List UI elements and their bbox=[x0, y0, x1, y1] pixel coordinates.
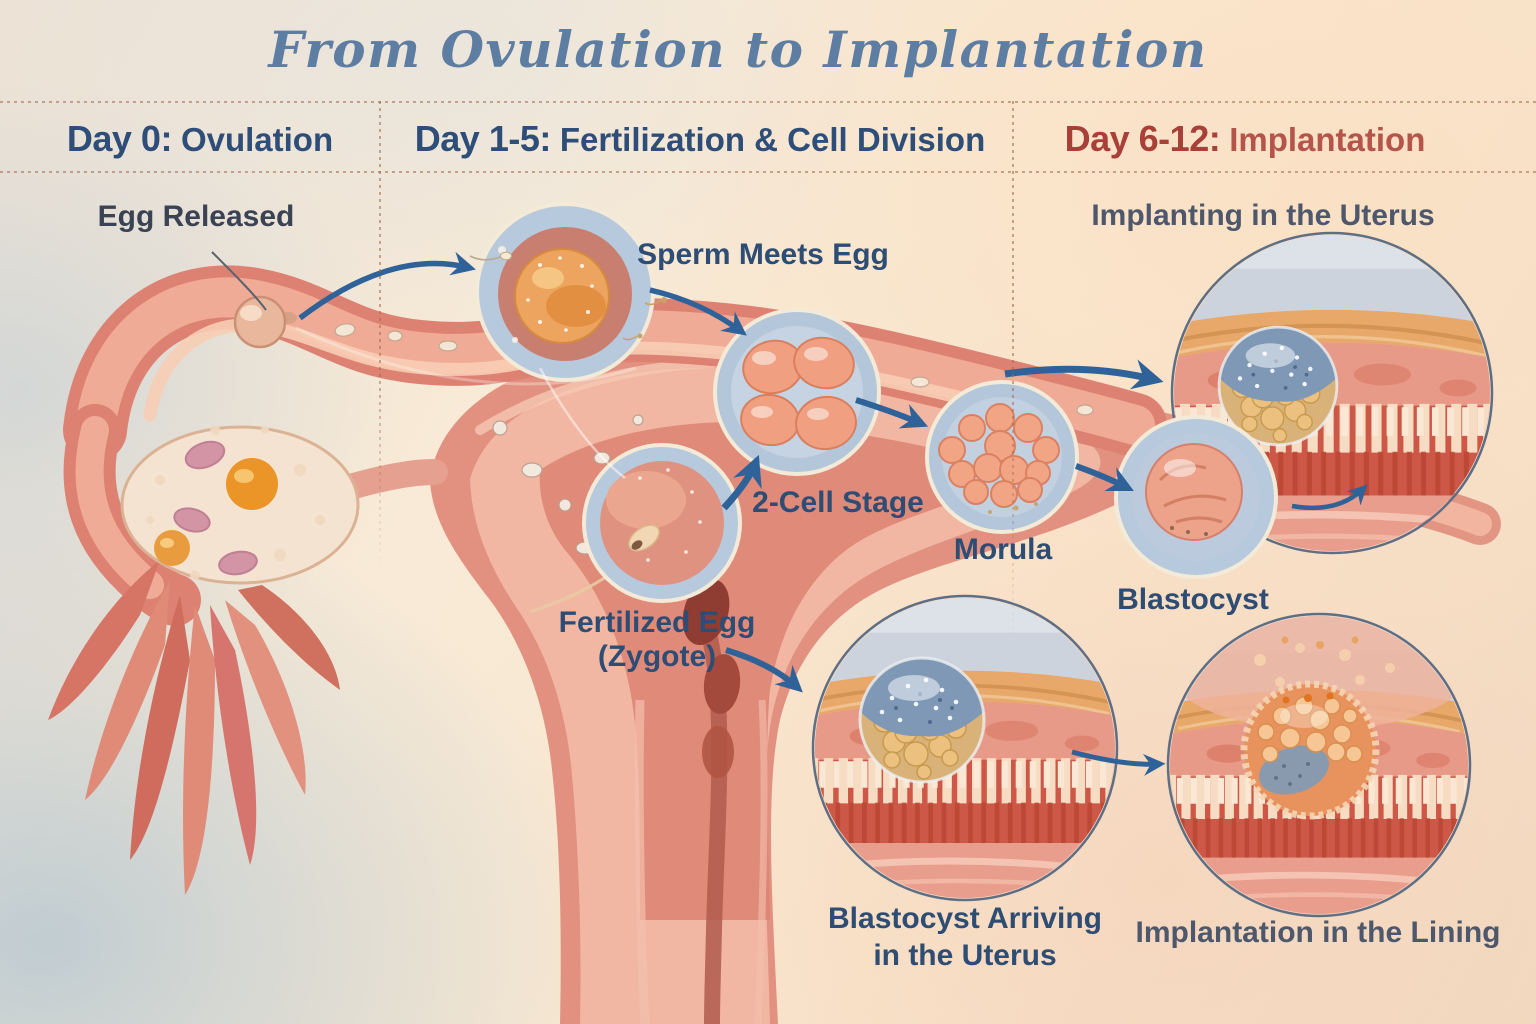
arrow-zygote-to-arriving bbox=[725, 647, 803, 693]
section-header-day0: Day 0:Ovulation bbox=[67, 118, 333, 160]
column-divider-right bbox=[1012, 101, 1014, 641]
inset-two-cell-stage bbox=[713, 308, 881, 476]
follicle-large bbox=[226, 458, 278, 510]
corpus-luteum-blobs bbox=[173, 440, 258, 576]
label-fertilized-egg: Fertilized Egg bbox=[558, 606, 756, 639]
arrow-2cell-to-morula bbox=[855, 397, 929, 429]
label-egg-released: Egg Released bbox=[97, 200, 295, 233]
fimbriae bbox=[48, 560, 340, 895]
arrow-egg-to-sperm-meets-egg bbox=[298, 251, 476, 321]
label-blastocyst-arriving: Blastocyst Arriving bbox=[828, 902, 1102, 935]
section-header-day6-12: Day 6-12:Implantation bbox=[1065, 118, 1426, 160]
inset-implantation-lining bbox=[1166, 612, 1472, 918]
divider-under-headers bbox=[0, 171, 1536, 173]
divider-under-title bbox=[0, 101, 1536, 103]
label-implanting-in-uterus: Implanting in the Uterus bbox=[1091, 199, 1435, 232]
inset-fertilized-egg bbox=[529, 443, 742, 614]
section-name: Fertilization & Cell Division bbox=[559, 121, 986, 158]
inset-sperm-meets-egg bbox=[469, 202, 655, 382]
arrow-sperm-meets-egg-to-2cell bbox=[649, 287, 747, 336]
label-morula: Morula bbox=[953, 533, 1053, 566]
section-day-range: Day 6-12: bbox=[1064, 118, 1221, 159]
section-name: Ovulation bbox=[180, 121, 334, 158]
label-implantation-in-lining: Implantation in the Lining bbox=[1135, 916, 1501, 949]
sperm-trail bbox=[622, 297, 667, 341]
egg-released-leader-line bbox=[211, 251, 267, 311]
arrow-to-implanting-uterus bbox=[1004, 359, 1164, 390]
section-name: Implantation bbox=[1229, 121, 1426, 158]
egg-released-illustration bbox=[211, 251, 297, 349]
sperm-entering-egg bbox=[628, 524, 660, 552]
ovary bbox=[120, 425, 448, 585]
section-day-range: Day 0: bbox=[66, 118, 173, 159]
label-blastocyst: Blastocyst bbox=[1117, 583, 1269, 616]
section-day-range: Day 1-5: bbox=[414, 118, 552, 159]
label-sperm-meets-egg: Sperm Meets Egg bbox=[637, 238, 889, 271]
label-fertilized-egg-sub: (Zygote) bbox=[597, 640, 717, 673]
inset-blastocyst-arriving bbox=[811, 594, 1119, 902]
label-2-cell-stage: 2-Cell Stage bbox=[752, 486, 924, 519]
inset-morula bbox=[925, 380, 1079, 534]
arrow-morula-to-blastocyst bbox=[1074, 463, 1134, 491]
morula-cells bbox=[938, 403, 1060, 508]
egg-path-line bbox=[538, 367, 626, 479]
page-title: From Ovulation to Implantation bbox=[268, 20, 1208, 79]
follicle-small bbox=[154, 530, 190, 566]
inset-blastocyst bbox=[1114, 415, 1278, 579]
section-header-day1-5: Day 1-5:Fertilization & Cell Division bbox=[415, 118, 985, 160]
arrow-zygote-to-2cell bbox=[721, 454, 762, 511]
inset-implanting-uterus bbox=[1170, 231, 1494, 555]
label-blastocyst-arriving-sub: in the Uterus bbox=[873, 939, 1057, 972]
flow-arrows bbox=[298, 251, 1166, 776]
arrow-implant-direction bbox=[1291, 484, 1368, 511]
arrow-arriving-to-implantation bbox=[1071, 749, 1166, 776]
column-divider-left bbox=[379, 101, 381, 571]
